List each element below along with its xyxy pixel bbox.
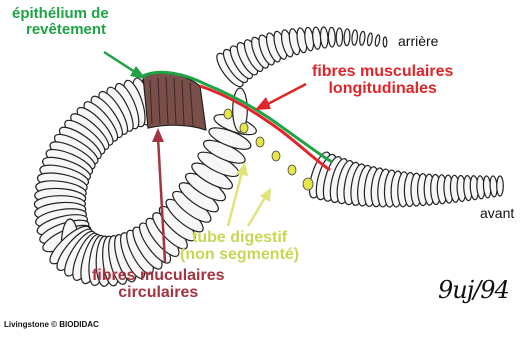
- worm-segment: [351, 30, 358, 46]
- worm-segment: [336, 28, 343, 46]
- digestive-arrow-2: [248, 196, 266, 226]
- longitudinal-arrowhead-icon: [255, 97, 271, 110]
- credit-line: Livingstone © BIODIDAC: [4, 320, 99, 329]
- digestive-label-line1: tube digestif: [180, 230, 299, 247]
- epithelium-label-line1: épithélium de: [12, 6, 109, 22]
- digestive-label-line2: (non segmenté): [180, 247, 299, 264]
- worm-segment: [344, 29, 350, 46]
- epithelium-label-line2: revêtement: [12, 22, 109, 38]
- circular-label-line1: fibres muculaires: [92, 268, 225, 285]
- circular-label-line2: circulaires: [92, 285, 225, 302]
- worm-segment: [497, 176, 504, 196]
- longitudinal-label-line1: fibres musculaires: [312, 64, 453, 81]
- digestive-label: tube digestif (non segmenté): [180, 230, 299, 264]
- circular-arrowhead-icon: [152, 128, 164, 142]
- worm-segment: [374, 35, 380, 47]
- longitudinal-label: fibres musculaires longitudinales: [312, 64, 453, 98]
- epithelium-arrowhead-icon: [130, 66, 146, 79]
- epithelium-label: épithélium de revêtement: [12, 6, 109, 38]
- worm-segment: [328, 27, 335, 47]
- worm-segment: [320, 27, 329, 48]
- rear-label: arrière: [398, 34, 438, 49]
- longitudinal-arrow: [264, 84, 306, 106]
- worm-segment: [383, 37, 387, 47]
- epithelium-arrow: [104, 52, 138, 74]
- circular-label: fibres muculaires circulaires: [92, 268, 225, 302]
- signature: 9иj/94: [438, 276, 509, 304]
- front-label: avant: [480, 206, 514, 221]
- longitudinal-label-line2: longitudinales: [312, 81, 453, 98]
- worm-segment: [367, 33, 373, 46]
- worm-segment: [359, 31, 366, 45]
- digestive-arrowhead-2-icon: [260, 188, 271, 202]
